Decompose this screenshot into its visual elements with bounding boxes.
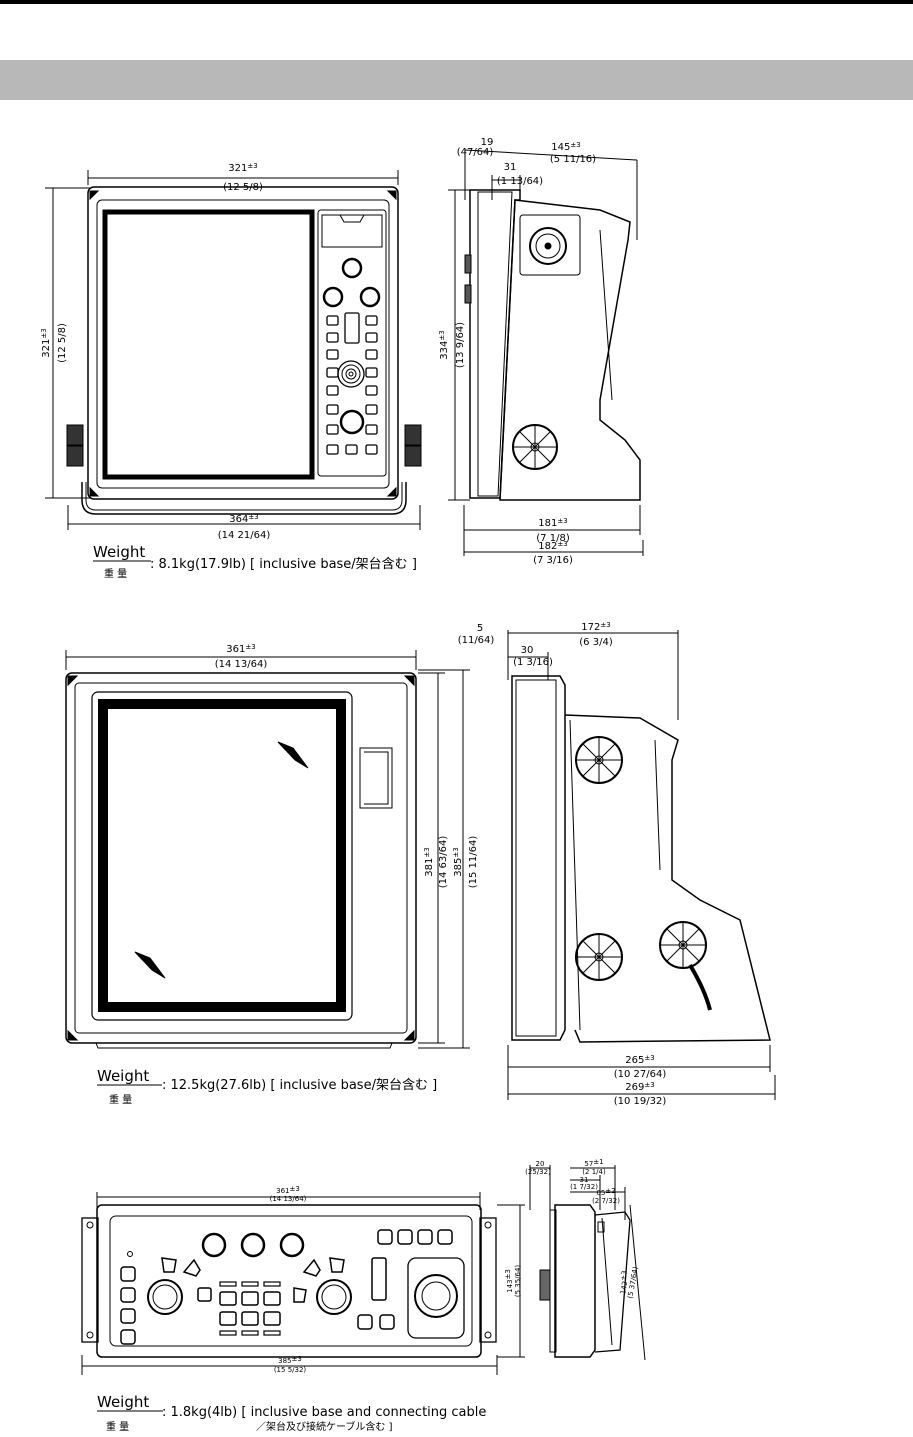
unit2-width-label: 361±3: [226, 643, 255, 655]
unit1-weight-value: : 8.1kg(17.9lb) [ inclusive base/架台含む ]: [150, 556, 417, 572]
unit1-front-view: [45, 170, 422, 530]
unit3-side-d2: 57±1: [584, 1158, 603, 1168]
unit3-side-d4-inch: (2 7/32): [592, 1197, 620, 1205]
unit2-h1-label: 381±3: [423, 847, 435, 876]
unit2-side-d1-inch: (11/64): [458, 635, 495, 646]
unit2-side-d3: 172±3: [581, 621, 610, 633]
unit3-base-width-inch: (15 5/32): [274, 1366, 307, 1374]
section-header-bar: [0, 60, 913, 100]
unit2-side-d2-inch: (1 3/16): [513, 657, 553, 668]
unit2-side-d3-inch: (6 3/4): [579, 637, 613, 648]
unit3-weight-value: : 1.8kg(4lb) [ inclusive base and connec…: [162, 1405, 486, 1420]
unit2-weight-label: Weight: [97, 1067, 149, 1085]
unit2-weight-jp: 重 量: [109, 1093, 132, 1106]
unit2-side-d2: 30: [521, 645, 534, 656]
unit3-side-d1: 20: [536, 1160, 545, 1168]
unit2-side-depth2-inch: (10 19/32): [614, 1096, 667, 1107]
unit3-weight-label: Weight: [97, 1393, 149, 1411]
unit1-side-d2-inch: (1 13/64): [497, 176, 543, 187]
unit1-side-depth1-inch: (7 1/8): [536, 533, 570, 544]
unit3-side-d2-inch: (2 1/4): [582, 1168, 606, 1176]
unit1-side-d3: 145±3: [551, 141, 580, 153]
unit1-width-label: 321±3: [228, 162, 257, 174]
unit2-weight-value: : 12.5kg(27.6lb) [ inclusive base/架台含む ]: [162, 1077, 437, 1093]
unit3-side-view: [529, 1165, 646, 1361]
unit1-side-height: 334±3: [438, 330, 450, 359]
unit1-weight-jp: 重 量: [104, 567, 127, 580]
unit1-weight-label: Weight: [93, 543, 145, 561]
unit3-weight-value-jp: ／架台及び接続ケーブル含む ]: [256, 1420, 393, 1433]
unit2-h2-label: 385±3: [452, 847, 464, 876]
unit1-side-d1: 19: [481, 137, 494, 148]
unit1-side-d2: 31: [504, 162, 517, 173]
unit2-front-view: [65, 650, 470, 1049]
unit1-base-width-inch: (14 21/64): [218, 530, 271, 541]
unit1-side-depth1: 181±3: [538, 517, 567, 529]
unit3-base-width-label: 385±3: [278, 1355, 302, 1365]
unit1-side-depth2: 182±3: [538, 540, 567, 552]
unit2-width-inch: (14 13/64): [215, 659, 268, 670]
unit2-side-depth2: 269±3: [625, 1081, 654, 1093]
unit2-side-d1: 5: [477, 623, 483, 634]
unit3-side-height: 142±3: [617, 1270, 631, 1295]
unit1-height-inch: (12 5/8): [57, 323, 68, 363]
unit1-side-depth2-inch: (7 3/16): [533, 555, 573, 566]
unit2-side-view: [507, 630, 776, 1100]
unit3-height-label: 143±3: [504, 1269, 514, 1293]
unit1-base-width-label: 364±3: [229, 513, 258, 525]
unit1-height-label: 321±3: [40, 328, 52, 357]
unit3-front-view: [81, 1192, 525, 1375]
unit1-side-d1-inch: (47/64): [457, 147, 494, 158]
unit1-width-inch: (12 5/8): [223, 182, 263, 193]
unit3-side-d3-inch: (1 7/32): [570, 1183, 598, 1191]
unit1-side-height-inch: (13 9/64): [455, 322, 466, 368]
unit3-width-inch: (14 13/64): [270, 1195, 307, 1203]
unit2-h1-inch: (14 63/64): [438, 836, 449, 889]
unit2-side-depth1-inch: (10 27/64): [614, 1069, 667, 1080]
unit3-width-label: 361±3: [276, 1185, 300, 1195]
unit1-side-d3-inch: (5 11/16): [550, 154, 596, 165]
unit2-side-depth1: 265±3: [625, 1054, 654, 1066]
unit3-side-d4: 65±2: [596, 1187, 615, 1197]
unit2-h2-inch: (15 11/64): [468, 836, 479, 889]
unit3-height-inch: (5 35/64): [514, 1265, 522, 1298]
unit1-side-view: [448, 149, 644, 556]
unit3-side-d3: 31: [580, 1176, 589, 1184]
unit3-side-d1-inch: (25/32): [525, 1168, 551, 1176]
top-rule: [0, 0, 913, 4]
unit3-weight-jp: 重 量: [106, 1420, 129, 1433]
